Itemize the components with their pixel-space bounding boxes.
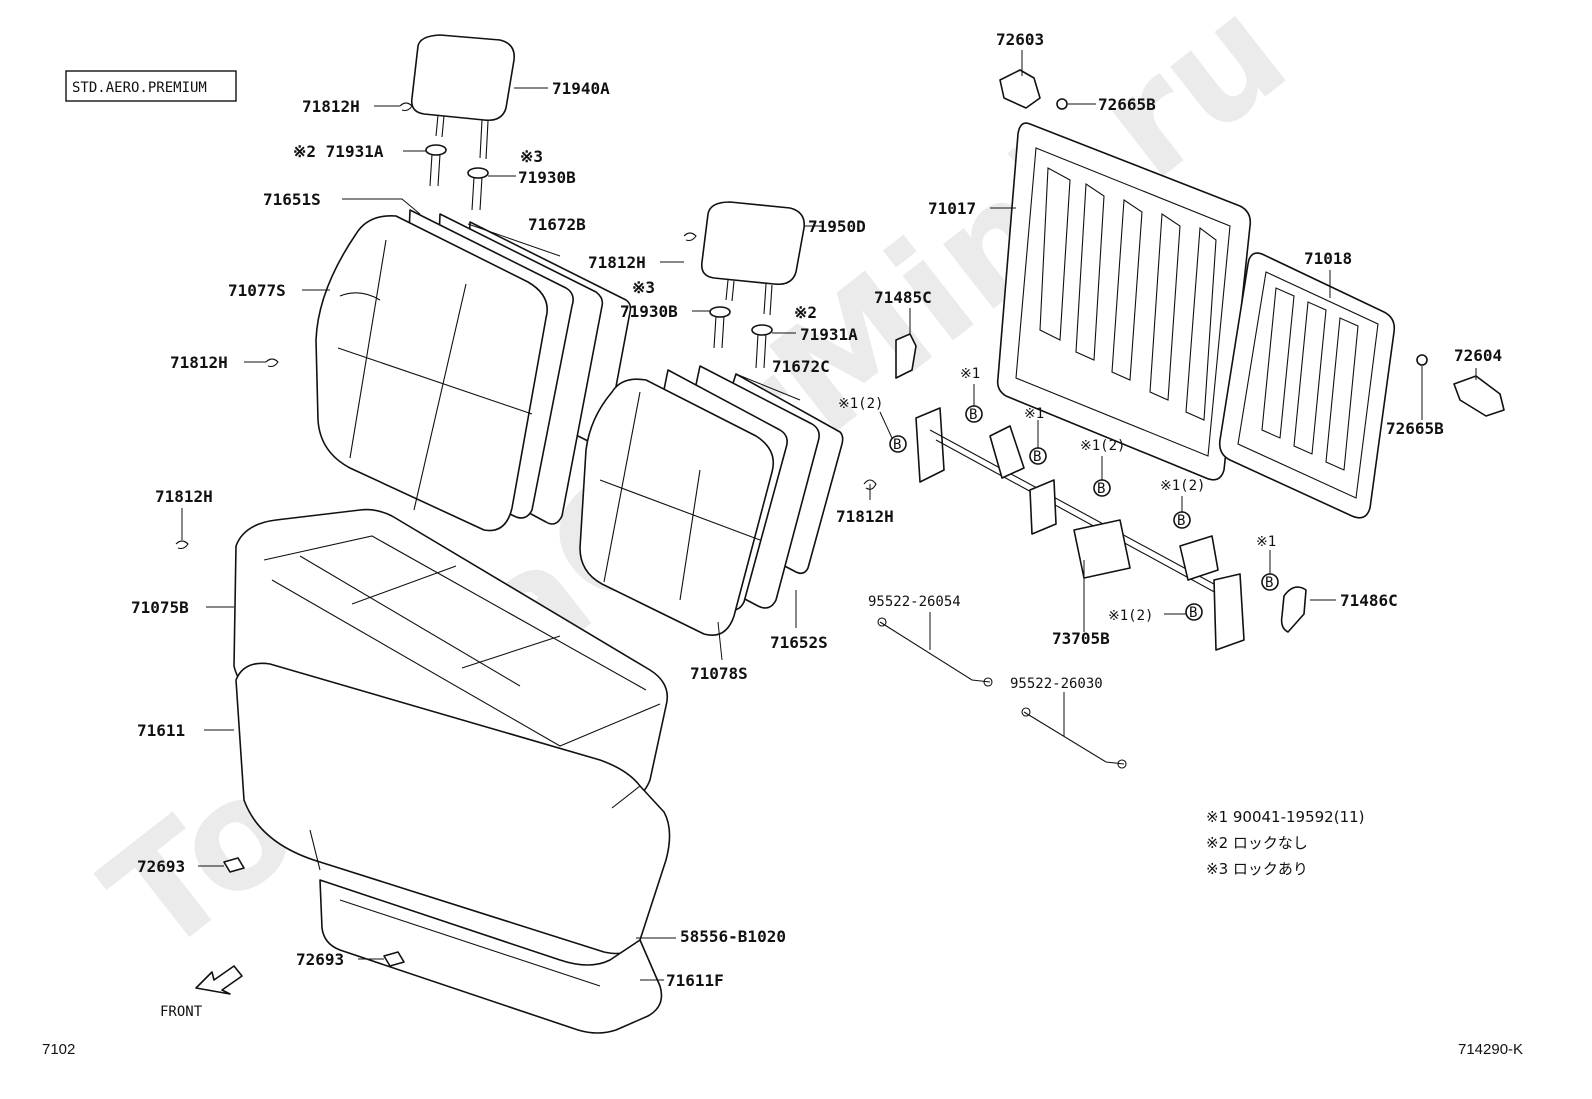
svg-text:B: B (893, 437, 901, 453)
mark-1-a: ※1 (960, 366, 980, 382)
seatback-right (579, 378, 775, 636)
bolt-marker-2: B (889, 435, 907, 453)
bolt-marker-3: B (1029, 447, 1047, 465)
label-71812H-2: 71812H (588, 253, 646, 272)
headrest-left (410, 34, 516, 160)
illustration-code: 714290-K (1458, 1041, 1523, 1058)
label-71672B: 71672B (528, 215, 586, 234)
mark-1-f: ※1 (1256, 534, 1276, 550)
label-71930B-1-mark: ※3 (520, 147, 543, 166)
label-71950D: 71950D (808, 217, 866, 236)
svg-text:B: B (969, 407, 977, 423)
notes-legend: ※1 90041-19592(11) ※2 ロックなし ※3 ロックあり (1206, 808, 1365, 878)
cable-95522-26054 (877, 617, 993, 687)
mark-1-b: ※1(2) (838, 396, 883, 412)
headrest-right (700, 201, 806, 316)
cable-95522-26030 (1021, 707, 1127, 769)
label-72665B-2: 72665B (1386, 419, 1444, 438)
label-71930B-2: 71930B (620, 302, 678, 321)
label-71486C: 71486C (1340, 591, 1398, 610)
clip-72693-1 (223, 857, 245, 873)
mark-1-d: ※1(2) (1080, 438, 1125, 454)
seatback-frame-71017 (996, 122, 1252, 481)
hinge-72603 (999, 69, 1068, 110)
clip-71812H-4 (863, 479, 877, 490)
leader-lines (181, 50, 1477, 981)
bolt-marker-7: B (1185, 603, 1203, 621)
clip-72693-2 (383, 951, 405, 967)
headrest-guide-71931A-right (751, 324, 773, 369)
label-72603: 72603 (996, 30, 1044, 49)
seat-cushion-pad (235, 662, 671, 955)
svg-text:B: B (1265, 575, 1273, 591)
label-71930B-1: 71930B (518, 168, 576, 187)
label-95522-26030: 95522-26030 (1010, 676, 1103, 692)
mark-1-g: ※1(2) (1108, 608, 1153, 624)
label-71931A-2-mark: ※2 (794, 303, 817, 322)
clip-71812H-3 (265, 358, 279, 368)
label-71018: 71018 (1304, 249, 1352, 268)
cover-71486C (1280, 586, 1307, 633)
variant-tag-text: STD.AERO.PREMIUM (72, 80, 207, 96)
label-71651S: 71651S (263, 190, 321, 209)
front-label: FRONT (160, 1004, 203, 1020)
label-72665B-1: 72665B (1098, 95, 1156, 114)
variant-tag: STD.AERO.PREMIUM (65, 70, 237, 102)
headrest-guide-71930B-right (709, 306, 731, 349)
note-2: ※2 ロックなし (1206, 834, 1308, 852)
label-72604: 72604 (1454, 346, 1502, 365)
bracket-73705B (915, 407, 1245, 651)
label-71931A-2: 71931A (800, 325, 858, 344)
note-3: ※3 ロックあり (1206, 860, 1308, 878)
label-58556-B1020: 58556-B1020 (680, 927, 786, 946)
clip-71812H-2 (683, 232, 697, 242)
svg-text:B: B (1189, 605, 1197, 621)
note-1: ※1 90041-19592(11) (1206, 808, 1365, 826)
mark-1-e: ※1(2) (1160, 478, 1205, 494)
svg-text:B: B (1033, 449, 1041, 465)
headrest-guide-71930B-left (467, 167, 489, 211)
label-71931A-1: ※2 71931A (293, 142, 384, 161)
seatback-left (315, 215, 548, 532)
label-71672C: 71672C (772, 357, 830, 376)
label-71812H-3: 71812H (170, 353, 228, 372)
label-72693-1: 72693 (137, 857, 185, 876)
label-71017: 71017 (928, 199, 976, 218)
label-71611F: 71611F (666, 971, 724, 990)
label-71812H-5: 71812H (155, 487, 213, 506)
label-71930B-2-mark: ※3 (632, 278, 655, 297)
front-arrow: FRONT (160, 965, 243, 1020)
svg-text:B: B (1177, 513, 1185, 529)
label-71485C: 71485C (874, 288, 932, 307)
label-71611: 71611 (137, 721, 185, 740)
seatback-frame-71018 (1218, 252, 1396, 519)
label-71075B: 71075B (131, 598, 189, 617)
bolt-marker-1: B (965, 405, 983, 423)
mark-1-c: ※1 (1024, 406, 1044, 422)
label-73705B: 73705B (1052, 629, 1110, 648)
label-71812H-1: 71812H (302, 97, 360, 116)
bolt-marker-5: B (1173, 511, 1191, 529)
label-71078S: 71078S (690, 664, 748, 683)
clip-71812H-5 (175, 540, 189, 550)
svg-text:B: B (1097, 481, 1105, 497)
label-71940A: 71940A (552, 79, 610, 98)
seat-cushion-frame (319, 879, 663, 1034)
bolt-marker-4: B (1093, 479, 1111, 497)
page-code: 7102 (42, 1041, 75, 1058)
label-71077S: 71077S (228, 281, 286, 300)
label-72693-2: 72693 (296, 950, 344, 969)
label-95522-26054: 95522-26054 (868, 594, 961, 610)
label-71812H-4: 71812H (836, 507, 894, 526)
headrest-guide-71931A-left (425, 144, 447, 187)
clip-71812H-1 (399, 102, 413, 112)
bolt-marker-6: B (1261, 573, 1279, 591)
label-71652S: 71652S (770, 633, 828, 652)
cover-71485C (895, 333, 917, 379)
